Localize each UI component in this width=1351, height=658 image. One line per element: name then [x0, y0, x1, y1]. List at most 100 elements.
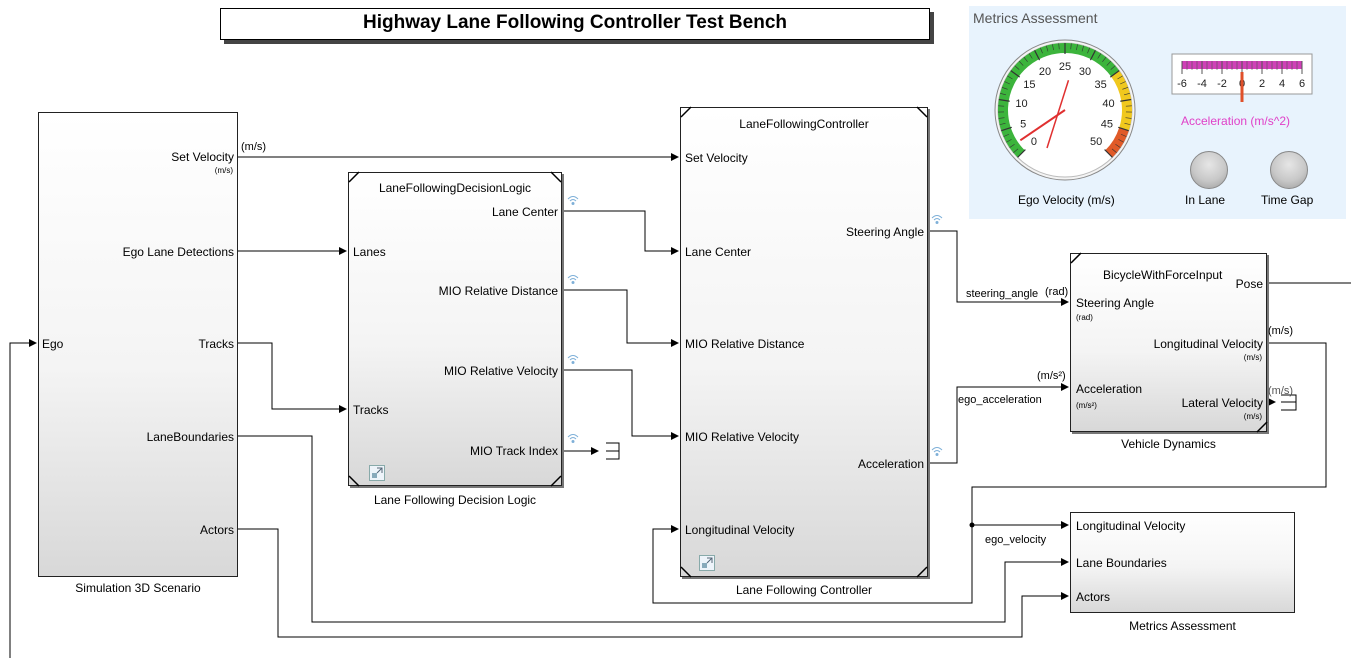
port-lanes: Lanes	[353, 245, 386, 259]
signal-accel-unit: (m/s²)	[1037, 370, 1066, 382]
port-tracks-in: Tracks	[353, 403, 389, 417]
port-steering-angle-out: Steering Angle	[845, 225, 924, 239]
branch-point	[969, 522, 975, 528]
gauge-tick	[1120, 98, 1132, 102]
accel-tick-label: -4	[1197, 78, 1207, 90]
gauge-tick	[1000, 93, 1006, 96]
port-actors: Actors	[199, 523, 234, 537]
metrics-assessment-block[interactable]	[1070, 512, 1295, 613]
wire-acceleration	[928, 383, 1069, 464]
accel-tick-label: 6	[1299, 78, 1305, 90]
dashboard-title: Metrics Assessment	[973, 10, 1098, 26]
lamp-in-lane-label: In Lane	[1185, 193, 1226, 207]
port-accel-unit: (m/s²)	[1076, 401, 1097, 410]
wire-mio-distance	[562, 289, 679, 347]
vehicle-caption: Vehicle Dynamics	[1121, 437, 1216, 451]
port-set-velocity: Set Velocity	[171, 150, 234, 164]
gauge-tick	[1124, 93, 1130, 96]
decision-logic-block[interactable]	[348, 172, 562, 486]
gauge-tick-label: 5	[1020, 119, 1026, 131]
signal-long-vel-unit: (m/s)	[1268, 325, 1294, 337]
gauge-tick	[1110, 65, 1116, 70]
accel-pointer	[1240, 72, 1244, 102]
port-mio-velocity: MIO Relative Velocity	[443, 364, 558, 378]
acceleration-label: Acceleration (m/s^2)	[1181, 114, 1290, 128]
port-tracks: Tracks	[198, 337, 234, 351]
model-reference-icon[interactable]	[699, 555, 715, 571]
gauge-tick	[1028, 53, 1033, 59]
port-acceleration-in: Acceleration	[1076, 382, 1143, 396]
gauge-band	[998, 43, 1120, 158]
log-icon	[567, 275, 579, 284]
gauge-tick	[1007, 75, 1013, 80]
gauge-tick	[1046, 45, 1049, 52]
gauge-tick	[998, 98, 1010, 102]
wire-mio-velocity	[562, 369, 679, 440]
gauge-tick	[1111, 148, 1117, 153]
port-set-velocity-in: Set Velocity	[685, 151, 748, 165]
gauge-tick	[1087, 47, 1090, 54]
gauge-band	[1105, 127, 1129, 158]
metrics-caption: Metrics Assessment	[1129, 619, 1236, 633]
gauge-tick	[1076, 44, 1078, 51]
gauge-tick	[1014, 65, 1020, 70]
gauge-tick	[1081, 45, 1084, 52]
gauge-tick-label: 15	[1023, 79, 1035, 91]
gauge-tick-label: 20	[1039, 66, 1051, 78]
controller-block[interactable]	[680, 107, 928, 577]
time-gap-lamp[interactable]	[1270, 151, 1308, 189]
gauge-tick	[1120, 133, 1127, 137]
gauge-tick	[1120, 81, 1126, 85]
signal-steering-unit: (rad)	[1045, 286, 1069, 298]
in-lane-lamp[interactable]	[1190, 151, 1228, 189]
model-reference-icon[interactable]	[369, 465, 385, 481]
acceleration-gauge[interactable]: -6-4-20246	[1170, 52, 1315, 112]
port-lane-boundaries: LaneBoundaries	[146, 430, 234, 444]
gauge-tick	[1118, 126, 1129, 132]
port-longitudinal-velocity-out: Longitudinal Velocity	[1153, 337, 1263, 351]
port-pose: Pose	[1235, 277, 1263, 291]
wire-long-velocity	[971, 342, 1327, 529]
gauge-tick	[1004, 81, 1010, 85]
gauge-tick	[1089, 50, 1096, 61]
gauge-tick	[1010, 70, 1021, 78]
simulation-3d-scenario-block[interactable]	[38, 112, 238, 577]
gauge-tick-label: 0	[1031, 136, 1037, 148]
gauge-needle-shadow	[1046, 79, 1070, 149]
accel-tick-label: -2	[1217, 78, 1227, 90]
wire-steering	[928, 230, 1069, 306]
signal-ego-velocity: ego_velocity	[985, 534, 1047, 546]
gauge-tick	[1109, 70, 1120, 78]
gauge-tick	[998, 117, 1005, 119]
gauge-tick	[999, 123, 1006, 125]
port-steering-unit: (rad)	[1076, 313, 1093, 322]
port-acceleration-out: Acceleration	[857, 457, 924, 471]
accel-tick-label: 2	[1259, 78, 1265, 90]
gauge-tick	[1124, 123, 1131, 125]
gauge-tick-label: 35	[1094, 79, 1106, 91]
gauge-tick	[1125, 117, 1132, 119]
gauge-tick	[1017, 149, 1026, 158]
port-ego: Ego	[42, 337, 64, 351]
gauge-tick	[1058, 43, 1060, 50]
wire-tracks	[238, 342, 347, 413]
gauge-tick	[1018, 60, 1024, 66]
port-longitudinal-velocity-metrics: Longitudinal Velocity	[1076, 519, 1186, 533]
gauge-tick-label: 50	[1090, 136, 1102, 148]
vehicle-header: BicycleWithForceInput	[1103, 268, 1223, 282]
port-long-vel-unit: (m/s)	[1243, 353, 1262, 362]
vehicle-dynamics-block[interactable]	[1070, 253, 1267, 432]
port-steering-angle-in: Steering Angle	[1076, 296, 1155, 310]
port-mio-track-index: MIO Track Index	[469, 444, 558, 458]
signal-lat-vel-unit: (m/s)	[1268, 385, 1294, 397]
wire-lane-center	[562, 210, 679, 255]
gauge-tick	[1003, 133, 1010, 137]
gauge-tick-label: 10	[1015, 98, 1027, 110]
port-set-velocity-unit: (m/s)	[214, 166, 233, 175]
log-icon	[567, 196, 579, 205]
gauge-tick	[1122, 87, 1129, 90]
gauge-tick	[1052, 44, 1054, 51]
